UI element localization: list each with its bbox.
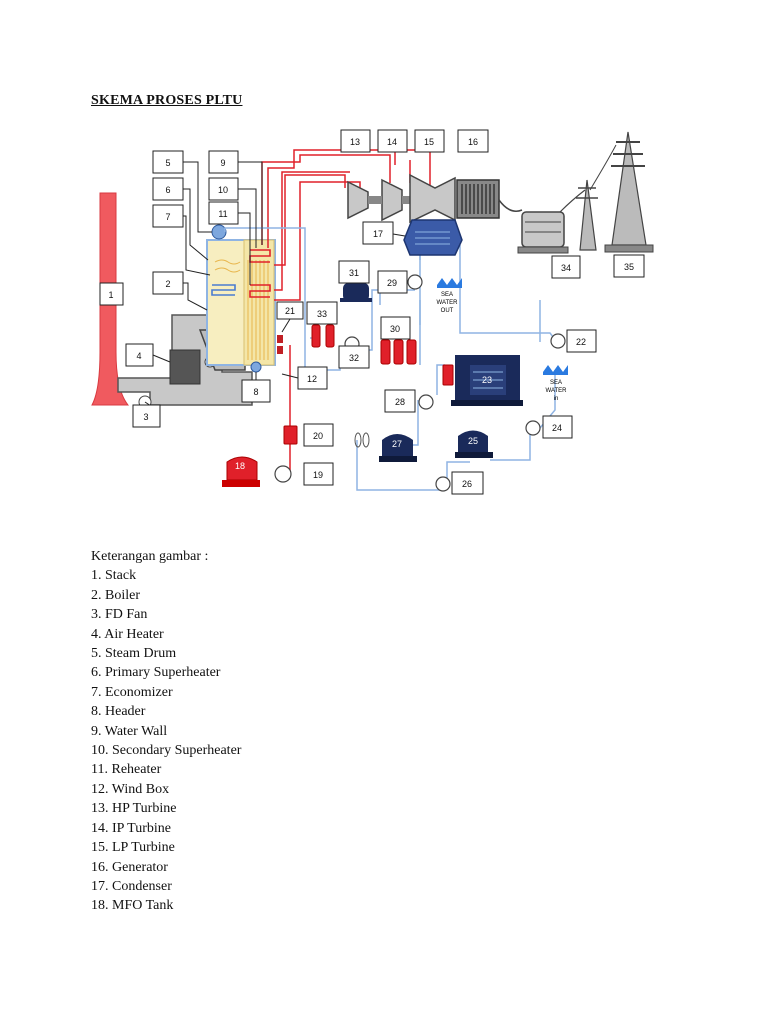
label-29: 29 bbox=[387, 278, 397, 288]
sea-water-out-1: SEA bbox=[441, 292, 453, 298]
legend-item: 18. MFO Tank bbox=[91, 898, 174, 914]
legend-item: 9. Water Wall bbox=[91, 723, 168, 739]
label-6: 6 bbox=[165, 185, 170, 195]
legend-list: 1. Stack 2. Boiler 3. FD Fan 4. Air Heat… bbox=[91, 566, 241, 915]
label-27: 27 bbox=[392, 439, 402, 449]
label-32: 32 bbox=[349, 353, 359, 363]
legend-heading: Keterangan gambar : bbox=[91, 549, 209, 564]
header-icon bbox=[250, 361, 262, 373]
legend-item: 14. IP Turbine bbox=[91, 820, 172, 836]
air-heater bbox=[169, 349, 201, 385]
lp-turbine bbox=[409, 173, 456, 224]
label-21: 21 bbox=[285, 306, 295, 316]
legend-item: 16. Generator bbox=[91, 859, 168, 875]
legend-item: 2. Boiler bbox=[91, 587, 140, 603]
label-23: 23 bbox=[482, 375, 492, 385]
label-24: 24 bbox=[552, 423, 562, 433]
page-title: SKEMA PROSES PLTU bbox=[91, 93, 243, 108]
label-1: 1 bbox=[108, 290, 113, 300]
label-31: 31 bbox=[349, 268, 359, 278]
large-tower bbox=[611, 131, 647, 246]
heater-25 bbox=[458, 430, 488, 454]
label-4: 4 bbox=[136, 351, 141, 361]
legend-item: 3. FD Fan bbox=[91, 607, 148, 623]
label-35: 35 bbox=[624, 262, 634, 272]
sea-water-in-1: SEA bbox=[550, 380, 562, 386]
steam-drum bbox=[211, 224, 227, 240]
label-11: 11 bbox=[218, 209, 227, 219]
label-7: 7 bbox=[165, 212, 170, 222]
legend-item: 10. Secondary Superheater bbox=[91, 743, 242, 759]
label-25: 25 bbox=[468, 436, 478, 446]
small-tower bbox=[579, 179, 597, 251]
label-3: 3 bbox=[143, 412, 148, 422]
legend-item: 17. Condenser bbox=[91, 878, 172, 894]
legend-item: 6. Primary Superheater bbox=[91, 665, 221, 681]
transformer bbox=[521, 211, 565, 248]
legend-item: 5. Steam Drum bbox=[91, 646, 177, 662]
sea-water-out-3: OUT bbox=[441, 308, 454, 314]
label-30: 30 bbox=[390, 324, 400, 334]
label-16: 16 bbox=[468, 137, 478, 147]
pltu-process-diagram: SEA WATER OUT SEA WATER in bbox=[91, 129, 654, 495]
label-33: 33 bbox=[317, 309, 327, 319]
mfo-tank bbox=[226, 456, 258, 481]
sea-water-in-3: in bbox=[554, 396, 559, 402]
label-13: 13 bbox=[350, 137, 360, 147]
ip-turbine bbox=[381, 178, 403, 222]
label-2: 2 bbox=[165, 279, 170, 289]
legend-item: 4. Air Heater bbox=[91, 626, 164, 642]
legend-item: 7. Economizer bbox=[91, 684, 173, 700]
legend: Keterangan gambar : 1. Stack 2. Boiler 3… bbox=[91, 547, 241, 916]
label-18: 18 bbox=[235, 461, 245, 471]
label-22: 22 bbox=[576, 337, 586, 347]
legend-item: 8. Header bbox=[91, 704, 146, 720]
label-19: 19 bbox=[313, 470, 323, 480]
label-9: 9 bbox=[220, 158, 225, 168]
leader-lines bbox=[144, 161, 406, 413]
legend-item: 11. Reheater bbox=[91, 762, 162, 778]
sea-water-in-2: WATER bbox=[546, 388, 568, 394]
label-20: 20 bbox=[313, 431, 323, 441]
legend-item: 12. Wind Box bbox=[91, 781, 170, 797]
label-12: 12 bbox=[307, 374, 317, 384]
legend-item: 1. Stack bbox=[91, 568, 137, 584]
legend-item: 15. LP Turbine bbox=[91, 840, 175, 856]
label-28: 28 bbox=[395, 397, 405, 407]
label-17: 17 bbox=[373, 229, 383, 239]
legend-item: 13. HP Turbine bbox=[91, 801, 177, 817]
heater-27 bbox=[382, 434, 413, 458]
label-5: 5 bbox=[165, 158, 170, 168]
label-34: 34 bbox=[561, 263, 571, 273]
label-8: 8 bbox=[253, 387, 258, 397]
label-10: 10 bbox=[218, 185, 228, 195]
sea-water-out-2: WATER bbox=[437, 300, 459, 306]
label-26: 26 bbox=[462, 479, 472, 489]
hp-turbine bbox=[347, 180, 369, 220]
label-14: 14 bbox=[387, 137, 397, 147]
deaerator bbox=[343, 283, 369, 301]
label-15: 15 bbox=[424, 137, 434, 147]
